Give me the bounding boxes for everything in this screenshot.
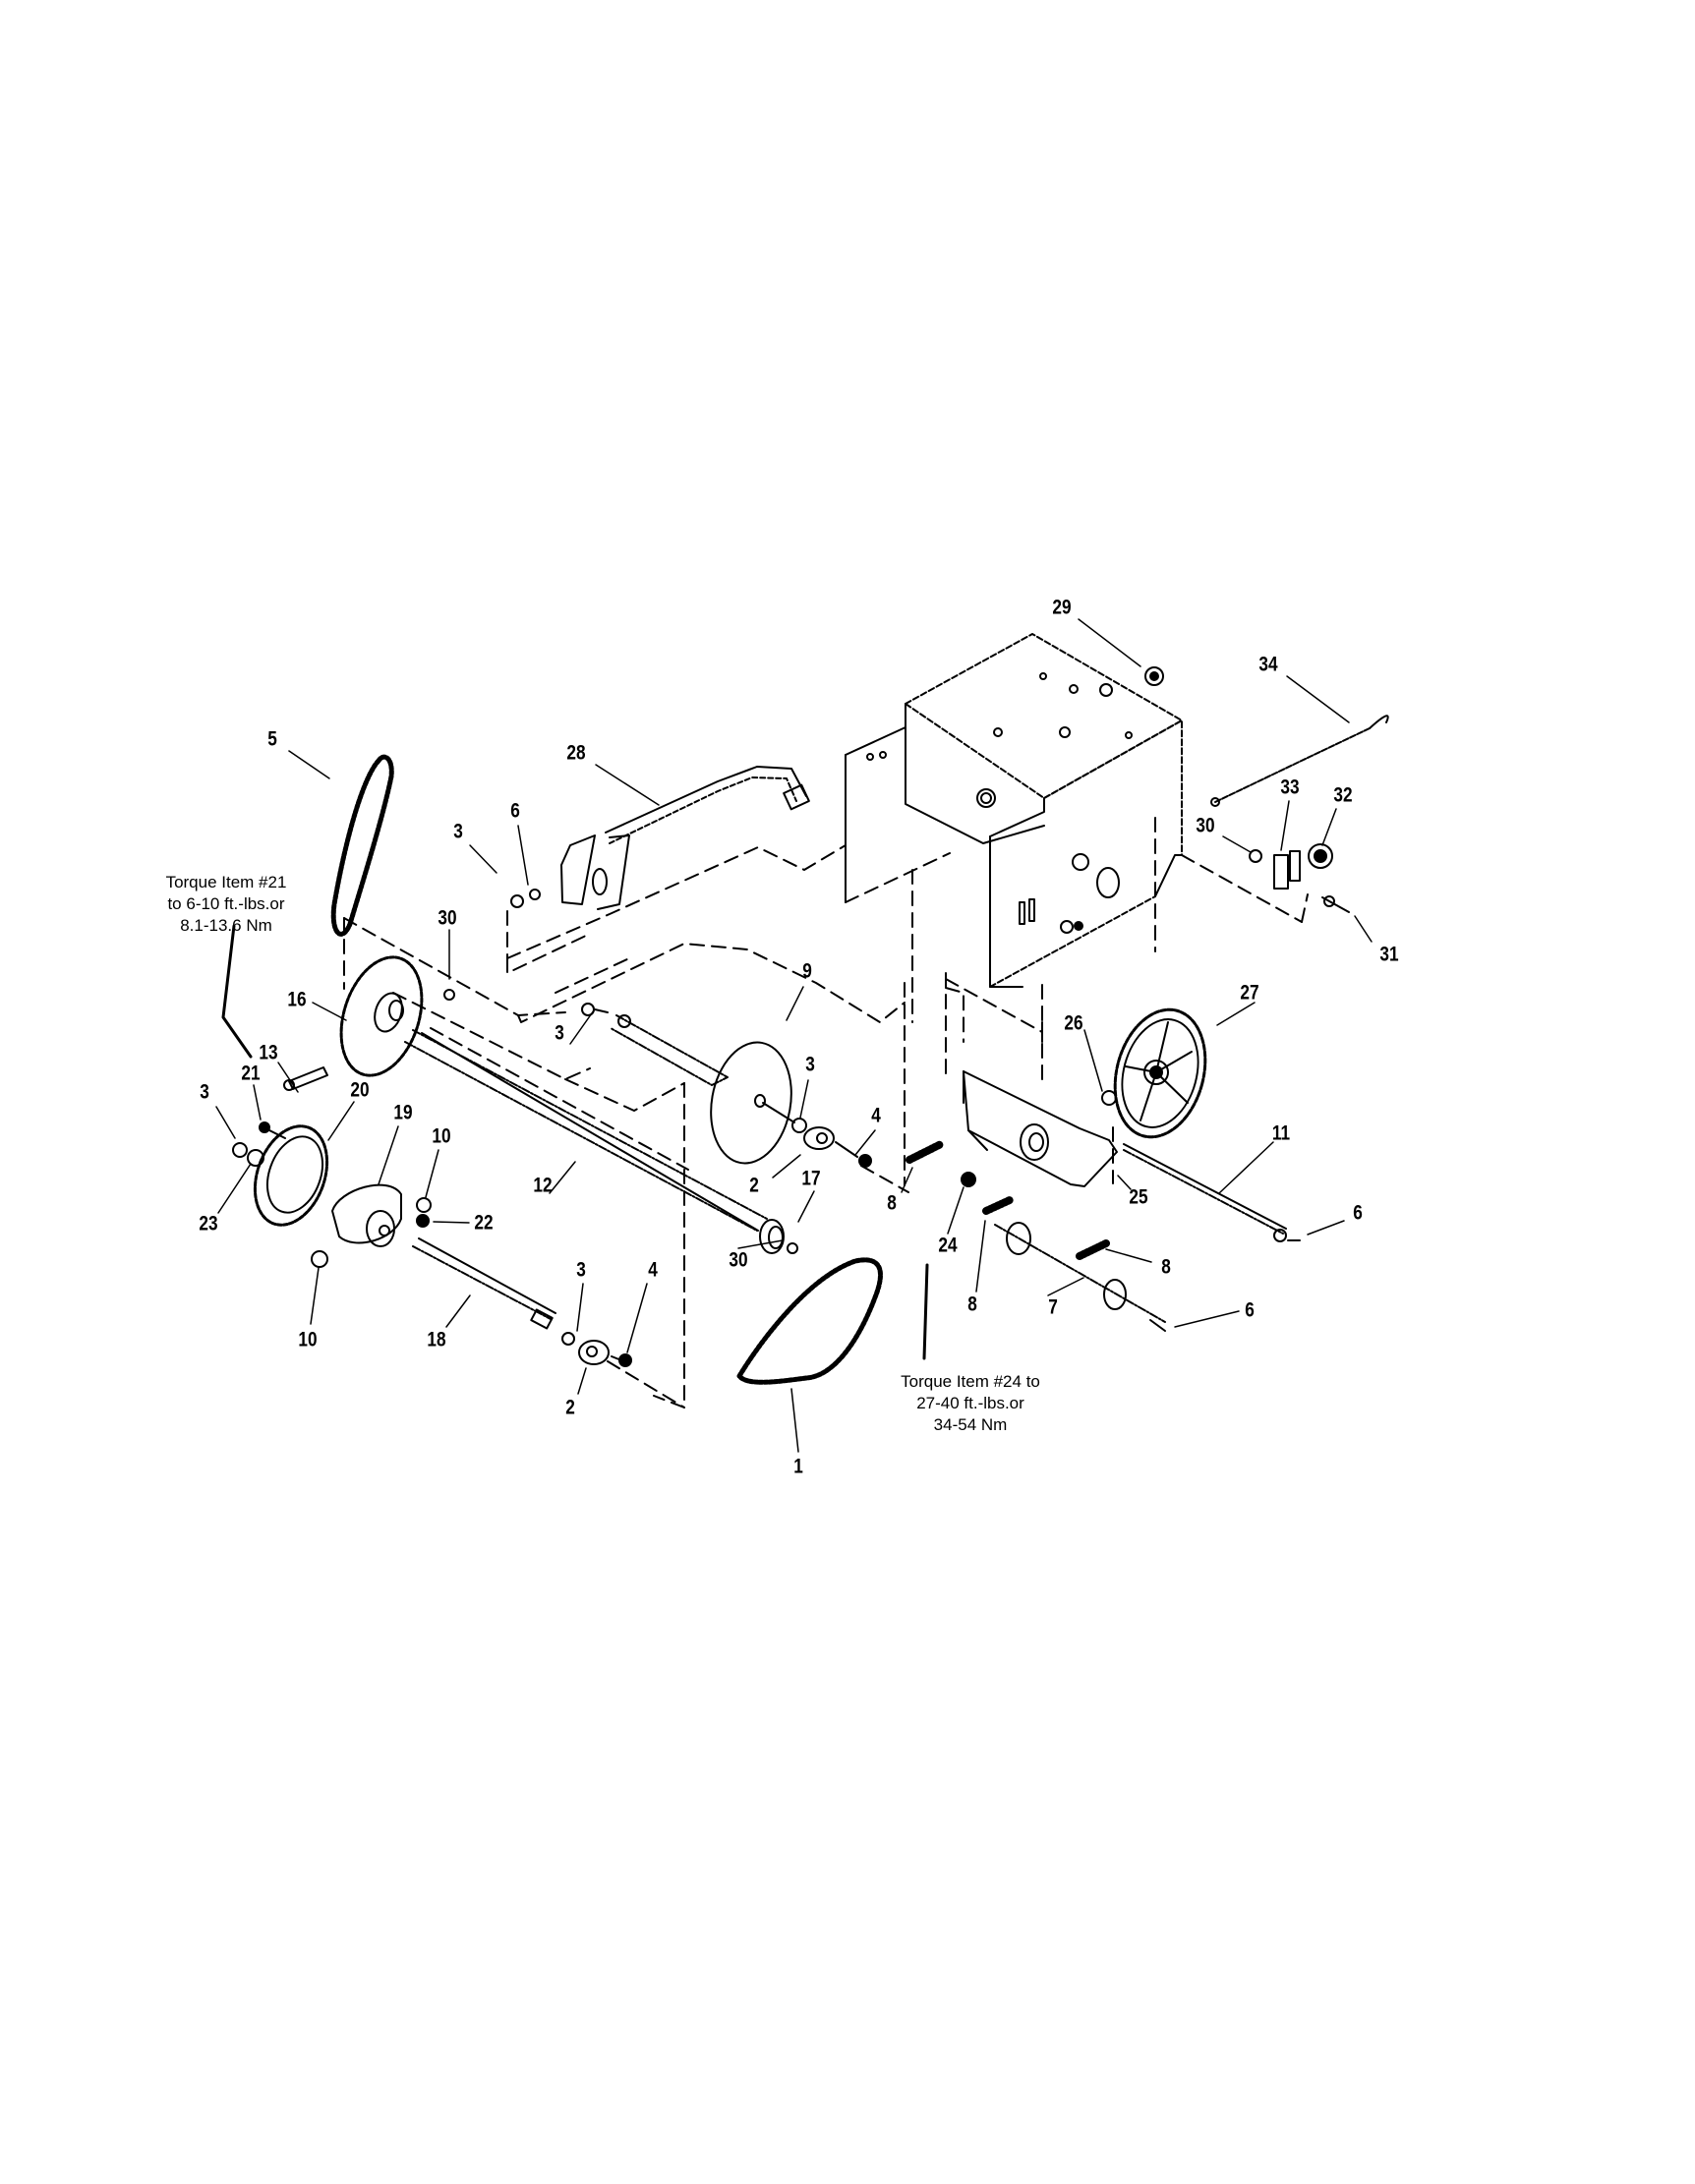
callout-label: 6 xyxy=(510,799,520,823)
callout-label: 6 xyxy=(1353,1201,1363,1225)
callout-label: 7 xyxy=(1048,1295,1058,1319)
frame-housing xyxy=(845,633,1183,1082)
torque-note-item-24: Torque Item #24 to 27-40 ft.-lbs.or 34-5… xyxy=(901,1371,1040,1436)
callout-label: 27 xyxy=(1240,981,1259,1005)
sprocket-shaft-assembly xyxy=(277,917,906,1408)
callout-label: 3 xyxy=(555,1021,564,1045)
callout-label: 28 xyxy=(566,741,586,765)
hub-assembly xyxy=(215,924,685,1408)
callout-label: 30 xyxy=(1196,814,1215,837)
callout-label: 6 xyxy=(1245,1298,1255,1322)
callout-label: 20 xyxy=(350,1078,370,1102)
callout-label: 8 xyxy=(887,1191,897,1215)
callout-label: 22 xyxy=(474,1211,494,1235)
callout-label: 9 xyxy=(802,959,812,983)
callout-label: 19 xyxy=(393,1101,413,1124)
callout-label: 23 xyxy=(199,1212,218,1236)
callout-label: 3 xyxy=(453,820,463,843)
callout-label: 33 xyxy=(1280,776,1300,799)
torque-note-line: to 6-10 ft.-lbs.or xyxy=(167,894,285,913)
torque-note-item-21: Torque Item #21 to 6-10 ft.-lbs.or 8.1-1… xyxy=(166,872,287,937)
callout-label: 2 xyxy=(749,1174,759,1197)
callout-label: 34 xyxy=(1258,653,1278,676)
callout-label: 1 xyxy=(793,1455,803,1478)
callout-label: 17 xyxy=(801,1167,821,1190)
cable-bracket-assembly xyxy=(1078,618,1389,943)
callout-label: 2 xyxy=(565,1396,575,1419)
callout-label: 11 xyxy=(1271,1121,1291,1145)
shift-arm-assembly xyxy=(469,764,847,974)
callout-label: 3 xyxy=(200,1080,209,1104)
callout-label: 32 xyxy=(1333,783,1353,807)
callout-label: 4 xyxy=(648,1258,658,1282)
drive-chain-upper xyxy=(288,750,394,937)
drive-bracket-assembly xyxy=(901,987,1345,1332)
callout-label: 25 xyxy=(1129,1185,1148,1209)
torque-note-line: 8.1-13.6 Nm xyxy=(180,916,272,935)
callout-label: 18 xyxy=(427,1328,446,1351)
torque-note-line: 34-54 Nm xyxy=(933,1415,1008,1434)
callout-label: 3 xyxy=(805,1053,815,1076)
friction-disc-assembly xyxy=(569,982,909,1193)
callout-label: 16 xyxy=(287,988,307,1011)
drive-chain-lower xyxy=(736,1257,883,1453)
callout-label: 30 xyxy=(729,1248,748,1272)
callout-label: 8 xyxy=(1161,1255,1171,1279)
callout-label: 8 xyxy=(967,1293,977,1316)
callout-label: 10 xyxy=(298,1328,318,1351)
callout-label: 12 xyxy=(533,1174,553,1197)
callout-label: 10 xyxy=(432,1124,451,1148)
callout-label: 29 xyxy=(1052,596,1072,619)
torque-note-line: 27-40 ft.-lbs.or xyxy=(916,1394,1024,1412)
callout-label: 3 xyxy=(576,1258,586,1282)
callout-label: 4 xyxy=(871,1104,881,1127)
torque-note-line: Torque Item #24 to xyxy=(901,1372,1040,1391)
callout-label: 26 xyxy=(1064,1011,1083,1035)
callout-label: 31 xyxy=(1379,943,1399,966)
torque-note-line: Torque Item #21 xyxy=(165,873,287,891)
callout-label: 5 xyxy=(267,727,277,751)
callout-label: 30 xyxy=(438,906,457,930)
callout-label: 21 xyxy=(241,1062,261,1085)
callout-label: 13 xyxy=(259,1041,278,1064)
callout-label: 24 xyxy=(938,1234,958,1257)
